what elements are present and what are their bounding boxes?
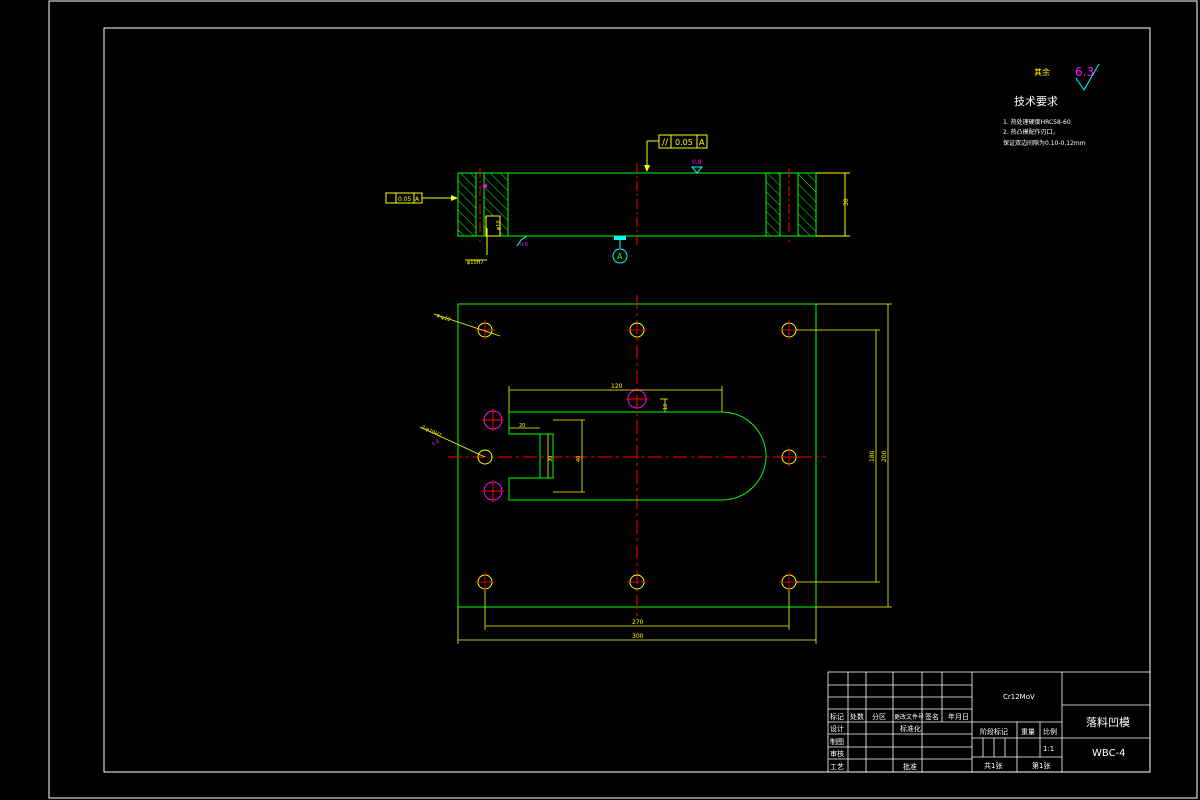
roughness-top: 0.8 [692, 159, 702, 166]
side-dim-bottom: φ10H7 [467, 260, 484, 266]
tb-row-label-change: 更改文件号 [894, 713, 924, 721]
technical-requirements: 其余 6.3 技术要求 1. 热处理硬度HRC58-60 2. 热凸模配作刃口，… [1003, 63, 1100, 147]
parallelism-callout: // 0.05 A [644, 134, 708, 172]
tb-row-label-count: 处数 [850, 712, 864, 721]
plan-view: 120 10 20 30 40 180 200 270 300 4-φ10 2-… [419, 295, 892, 644]
flatness-tolerance: 0.05 [398, 196, 412, 203]
dim-outer-height: 200 [881, 450, 888, 462]
tb-stage-label: 阶段标记 [980, 727, 1008, 736]
roughness-bottom-icon [516, 235, 528, 247]
parallelism-tolerance: 0.05 [675, 138, 693, 147]
tb-scale-label: 比例 [1043, 727, 1057, 736]
tb-sheet-total: 共1张 [984, 761, 1002, 770]
screw-holes [475, 320, 799, 592]
tb-approve: 批准 [903, 762, 917, 771]
tb-standardize: 标准化 [900, 724, 921, 733]
tb-row-label-sign: 签名 [925, 712, 939, 721]
tb-row-label-zone: 分区 [872, 712, 886, 721]
side-dim-small: φ10 [496, 220, 502, 230]
tech-req-line-3: 保证双边间隙为0.10-0.12mm [1003, 139, 1086, 147]
tb-design: 设计 [830, 724, 844, 733]
leader-top-left: 4-φ10 [435, 313, 451, 323]
tb-process: 工艺 [830, 763, 844, 771]
dim-inner-height: 180 [869, 450, 876, 462]
tb-check: 审核 [830, 749, 844, 758]
flatness-datum: A [415, 196, 420, 203]
tb-scale-value: 1:1 [1043, 745, 1054, 753]
roughness-bottom: 0.8 [520, 242, 528, 248]
tb-row-label-date: 年月日 [948, 712, 969, 721]
dowel-holes [482, 389, 648, 502]
dim-slot-height: 40 [576, 456, 582, 462]
tech-req-title: 技术要求 [1014, 95, 1058, 108]
roughness-value: 6.3 [1075, 65, 1094, 79]
dim-slot-length: 120 [611, 383, 623, 390]
dim-small-width: 20 [519, 423, 525, 429]
hole-ml [477, 449, 493, 465]
datum-label: A [617, 252, 623, 261]
roughness-top-icon [690, 166, 704, 174]
hatch-left-1 [457, 172, 477, 237]
thickness-dimension: 30 [816, 172, 850, 237]
leader-mid-left-2: 0.8 [431, 439, 441, 448]
tb-draft: 制图 [830, 737, 844, 746]
outer-frame [48, 0, 1198, 799]
hatch-right-2 [797, 172, 817, 237]
hatch-right-1 [765, 172, 781, 237]
tb-part-name: 落料凹模 [1086, 715, 1130, 729]
dim-outer-width: 300 [632, 633, 644, 640]
tech-req-line-2: 2. 热凸模配作刃口， [1003, 128, 1059, 136]
section-marker [483, 184, 487, 188]
tech-req-line-1: 1. 热处理硬度HRC58-60 [1003, 118, 1071, 126]
tb-row-label-mark: 标记 [830, 712, 844, 721]
counterbore-left [485, 215, 501, 237]
tb-weight-label: 重量 [1021, 728, 1035, 736]
title-block [827, 671, 1151, 773]
leader-mid-left-1: 2-φ10H7 [420, 424, 442, 439]
roughness-label: 其余 [1034, 67, 1050, 77]
plan-dimensions [419, 303, 892, 644]
datum-a-symbol: A [612, 236, 628, 264]
dim-slot-offset: 10 [663, 404, 669, 410]
die-opening [508, 411, 767, 501]
tb-material: Cr12MoV [1003, 693, 1035, 701]
tb-sheet-no: 第1张 [1032, 761, 1050, 770]
inner-frame [103, 27, 1151, 773]
title-block-text: 标记 处数 分区 更改文件号 签名 年月日 设计 标准化 制图 审核 工艺 批准… [830, 693, 1130, 771]
thickness-value: 30 [843, 198, 850, 206]
dim-inner-width: 270 [632, 619, 644, 626]
parallelism-symbol-icon: // [662, 138, 669, 148]
tb-drawing-no: WBC-4 [1092, 748, 1126, 759]
roughness-symbol-icon [1075, 63, 1100, 91]
section-view: // 0.05 A 0.8 0.05 A 30 φ10 [385, 134, 850, 266]
dim-small-height: 30 [548, 456, 554, 462]
parallelism-datum: A [699, 138, 705, 147]
flatness-callout: 0.05 A [385, 192, 458, 204]
